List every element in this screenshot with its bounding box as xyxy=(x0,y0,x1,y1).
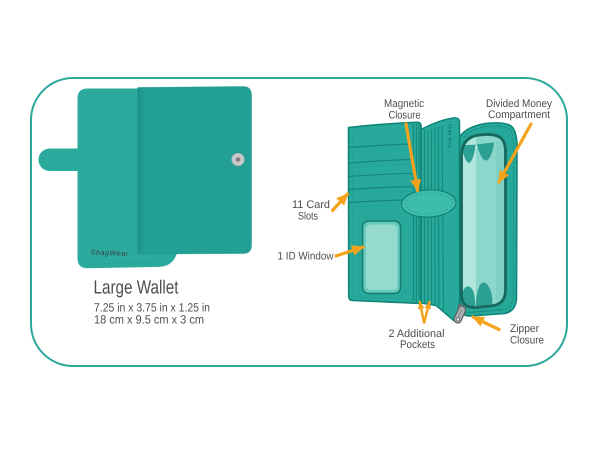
svg-text:Large Wallet: Large Wallet xyxy=(94,278,180,299)
svg-text:Pockets: Pockets xyxy=(400,339,435,351)
svg-text:Closure: Closure xyxy=(389,109,421,121)
svg-text:Zipper: Zipper xyxy=(510,323,539,335)
svg-text:Compartment: Compartment xyxy=(488,109,550,121)
svg-text:11 Card: 11 Card xyxy=(292,199,330,211)
svg-text:1 ID Window: 1 ID Window xyxy=(278,251,334,263)
svg-text:2 Additional: 2 Additional xyxy=(389,328,445,340)
svg-text:Shag Wear: Shag Wear xyxy=(448,124,453,150)
svg-text:Slots: Slots xyxy=(298,211,318,223)
svg-text:Magnetic: Magnetic xyxy=(384,98,424,110)
svg-text:18 cm x 9.5 cm x 3 cm: 18 cm x 9.5 cm x 3 cm xyxy=(94,313,204,327)
svg-text:7.25 in x 3.75 in x 1.25 in: 7.25 in x 3.75 in x 1.25 in xyxy=(94,301,210,315)
svg-text:Closure: Closure xyxy=(510,335,544,347)
svg-text:ShagWear: ShagWear xyxy=(90,248,129,258)
svg-text:Divided Money: Divided Money xyxy=(486,98,552,110)
